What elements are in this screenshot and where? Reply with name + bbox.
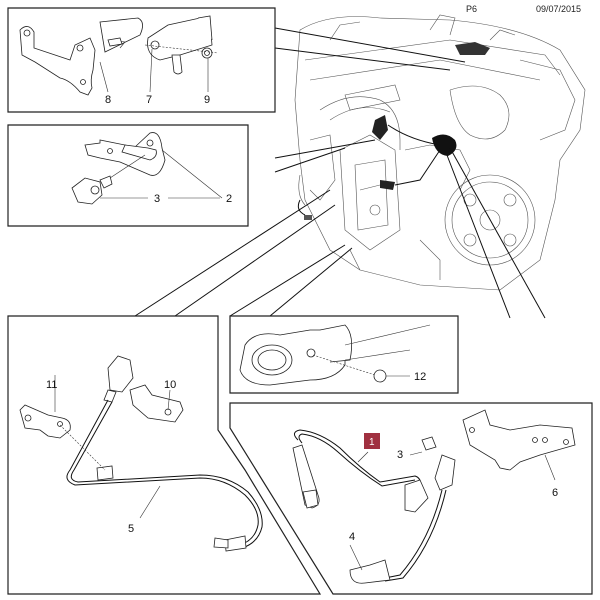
page-code: P6 — [466, 4, 478, 14]
callout-4: 4 — [349, 531, 355, 543]
callout-8: 8 — [105, 94, 111, 106]
leader-lines — [134, 27, 546, 319]
callout-9: 9 — [204, 94, 210, 106]
callout-1: 1 — [369, 437, 375, 448]
panel-center: 12 — [229, 315, 459, 394]
callout-6: 6 — [552, 487, 558, 499]
panel-bottom-left: 11 10 5 — [7, 315, 322, 595]
callout-3-mid-left: 3 — [154, 193, 160, 205]
callout-10: 10 — [164, 379, 176, 391]
panel-top-left: 8 7 9 — [7, 7, 276, 113]
callout-7: 7 — [146, 94, 152, 106]
callout-2: 2 — [226, 193, 232, 205]
highlight-callout-1[interactable] — [364, 433, 380, 449]
panel-bottom-right: 1 3 6 4 — [229, 402, 593, 595]
callout-12: 12 — [414, 371, 426, 383]
diagram-date: 09/07/2015 — [536, 4, 582, 14]
callout-5: 5 — [128, 523, 134, 535]
callout-11: 11 — [46, 379, 57, 391]
callout-3-bottom-right: 3 — [397, 449, 403, 461]
panel-mid-left: 3 2 — [7, 124, 249, 227]
